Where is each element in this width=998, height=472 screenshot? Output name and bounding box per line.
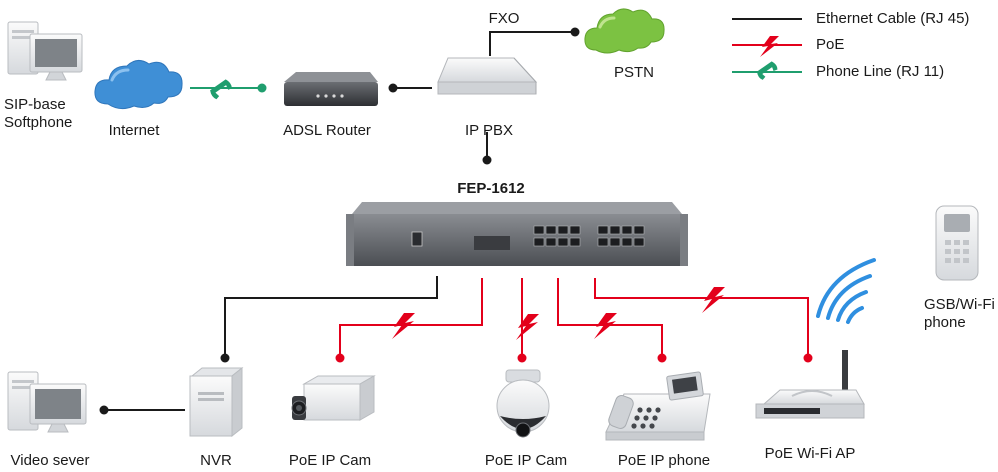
poe-switch-phone <box>557 278 667 363</box>
nvr-icon <box>189 366 244 438</box>
ethernet-switch-nvr <box>220 276 438 363</box>
adsl-router-label: ADSL Router <box>283 122 371 139</box>
internet-cloud-icon <box>94 60 183 110</box>
nvr-label: NVR <box>200 452 232 469</box>
adsl-router-icon <box>284 72 378 106</box>
poe-switch-cam1 <box>335 278 483 363</box>
poe-bolt-icon <box>702 287 725 313</box>
poe-ip-cam-1-label: PoE IP Cam <box>288 452 372 469</box>
poe-bolt-icon <box>392 313 415 339</box>
legend-poe-label: PoE <box>816 36 845 53</box>
legend-phone-label: Phone Line (RJ 11) <box>816 63 945 80</box>
phone-handset-icon <box>210 79 232 100</box>
ip-phone-icon <box>605 371 711 441</box>
ip-pbx-icon <box>437 57 538 95</box>
ip-pbx-label: IP PBX <box>464 122 514 139</box>
phone-handset-icon <box>756 61 778 80</box>
pstn-label: PSTN <box>613 64 655 81</box>
phone-line-internet-router <box>190 79 267 100</box>
legend-ethernet-label: Ethernet Cable (RJ 45) <box>816 10 970 27</box>
wifi-ap-icon <box>755 350 865 419</box>
sip-softphone-label: SIP-base Softphone <box>4 96 73 131</box>
switch-fep-1612-icon <box>346 202 688 266</box>
pstn-cloud-icon <box>584 8 665 54</box>
ethernet-router-pbx <box>388 83 432 93</box>
poe-ip-phone-label: PoE IP phone <box>617 452 711 469</box>
video-server-label: Video sever <box>10 452 90 469</box>
pc-icon <box>7 21 83 81</box>
ethernet-pbx-pstn <box>489 27 580 56</box>
poe-switch-ap <box>594 278 813 363</box>
poe-ip-cam-2-label: PoE IP Cam <box>484 452 568 469</box>
fxo-label: FXO <box>488 10 520 27</box>
poe-switch-cam2 <box>516 278 539 363</box>
switch-label: FEP-1612 <box>457 180 525 197</box>
wifi-signal-icon <box>816 258 876 324</box>
poe-wifi-ap-label: PoE Wi-Fi AP <box>764 445 856 462</box>
video-server-icon <box>7 371 87 433</box>
ethernet-nvr-video-server <box>99 405 185 415</box>
poe-bolt-icon <box>594 313 617 339</box>
internet-label: Internet <box>108 122 160 139</box>
gsb-wifi-phone-label: GSB/Wi-Fi phone <box>924 296 995 331</box>
mobile-phone-icon <box>935 205 979 281</box>
box-camera-icon <box>291 375 376 421</box>
poe-bolt-icon <box>516 314 539 340</box>
legend <box>732 18 802 80</box>
dome-camera-icon <box>496 369 550 438</box>
poe-bolt-icon <box>760 36 779 57</box>
ethernet-pbx-switch <box>482 132 492 165</box>
